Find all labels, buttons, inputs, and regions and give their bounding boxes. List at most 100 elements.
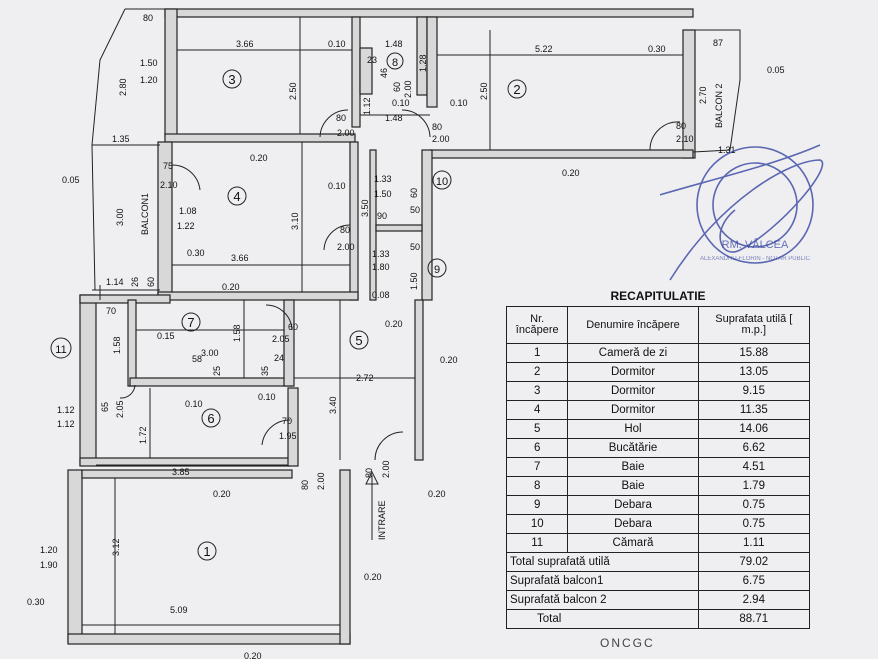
dim: 50 — [410, 205, 420, 215]
dim: 2.10 — [676, 134, 694, 144]
intrare-label: INTRARE — [377, 500, 387, 540]
dim: 2.00 — [337, 128, 355, 138]
cell: 10 — [505, 514, 569, 534]
recap-table-panel: RECAPITULATIE Nr. încăpere Denumire încă… — [505, 286, 811, 629]
walls — [67, 8, 696, 645]
dim: 58 — [192, 354, 202, 364]
header-denumire: Denumire încăpere — [567, 306, 699, 344]
dim: 1.48 — [385, 113, 403, 123]
dim: 2.05 — [272, 334, 290, 344]
room-circles — [181, 52, 527, 561]
dim: 3.85 — [172, 467, 190, 477]
room-number-10: 10 — [436, 176, 448, 188]
dim: 1.12 — [57, 419, 75, 429]
dim: 0.20 — [250, 153, 268, 163]
dim: 2.05 — [115, 400, 125, 418]
dim: 3.12 — [111, 538, 121, 556]
cell: 4 — [505, 400, 569, 420]
dim: 2.00 — [432, 134, 450, 144]
dim: 80 — [340, 225, 350, 235]
recap-title: RECAPITULATIE — [610, 289, 706, 303]
cell: 3 — [505, 381, 569, 401]
total-label: Suprafată balcon1 — [506, 571, 699, 591]
dim: 80 — [364, 468, 374, 478]
room-number-6: 6 — [207, 411, 214, 426]
cell: Dormitor — [567, 400, 699, 420]
dim: 65 — [100, 402, 110, 412]
total-value: 2.94 — [697, 590, 811, 610]
entrance-arrow — [365, 470, 379, 540]
room-number-3: 3 — [228, 72, 235, 87]
dim: 1.31 — [718, 145, 736, 155]
total-value: 6.75 — [697, 571, 811, 591]
dim: 87 — [713, 38, 723, 48]
dim: 2.10 — [160, 180, 178, 190]
dim: 80 — [432, 122, 442, 132]
dim: 24 — [274, 353, 284, 363]
dim: 3.50 — [360, 199, 370, 217]
dim: 2.50 — [479, 82, 489, 100]
stamp-line1: RM. VÂLCEA — [722, 238, 789, 251]
dim: 5.09 — [170, 605, 188, 615]
recap-table: Nr. încăpere Denumire încăpere Suprafata… — [505, 306, 811, 629]
dimension-lines — [82, 17, 683, 634]
cell: 1.11 — [697, 533, 811, 553]
total-label: Suprafată balcon 2 — [506, 590, 699, 610]
cell: Baie — [567, 457, 699, 477]
dim: 1.90 — [40, 560, 58, 570]
dim: 3.10 — [290, 212, 300, 230]
room-number-2: 2 — [513, 82, 520, 97]
cell: 14.06 — [697, 419, 811, 439]
dim: 1.20 — [40, 545, 58, 555]
dim: 35 — [260, 366, 270, 376]
dim: 2.80 — [118, 78, 128, 96]
dim: 0.05 — [62, 175, 80, 185]
vertical-dimension-texts: 2.80 2.50 46 1.28 60 2.00 2.50 2.70 1.12… — [100, 54, 708, 556]
dim: 50 — [410, 242, 420, 252]
dimension-texts: 80 3.66 0.10 1.48 5.22 0.30 87 0.05 1.50… — [27, 13, 785, 659]
dim: 0.10 — [328, 181, 346, 191]
room-numbers: 3 2 8 4 10 9 7 5 11 6 1 — [55, 57, 520, 559]
cell: 13.05 — [697, 362, 811, 382]
dim: 70 — [106, 306, 116, 316]
dim: 0.10 — [258, 392, 276, 402]
dim: 3.66 — [231, 253, 249, 263]
dim: 1.12 — [362, 97, 372, 115]
dim: 0.30 — [27, 597, 45, 607]
dim: 2.50 — [288, 82, 298, 100]
cell: 0.75 — [697, 514, 811, 534]
cell: Cameră de zi — [567, 343, 699, 363]
dim: 1.58 — [112, 336, 122, 354]
dim: 0.20 — [364, 572, 382, 582]
balcon2-label: BALCON 2 — [714, 83, 724, 128]
dim: 0.20 — [222, 282, 240, 292]
dim: 1.58 — [232, 324, 242, 342]
stamp-line2: ALEXANDRU-FLORIN - NOTAR PUBLIC — [700, 256, 811, 262]
dim: 1.12 — [57, 405, 75, 415]
room-number-5: 5 — [355, 333, 362, 348]
dim: 90 — [377, 211, 387, 221]
room-number-1: 1 — [203, 544, 210, 559]
dim: 80 — [676, 121, 686, 131]
dim: 2.00 — [316, 472, 326, 490]
dim: 70 — [282, 416, 292, 426]
dim: 2.70 — [698, 86, 708, 104]
room-number-7: 7 — [187, 315, 194, 330]
dim: 0.10 — [185, 399, 203, 409]
header-suprafata: Suprafata utilă [ m.p.] — [697, 306, 811, 344]
dim: 1.14 — [106, 277, 124, 287]
cell: 6.62 — [697, 438, 811, 458]
cell: Dormitor — [567, 381, 699, 401]
cell: 15.88 — [697, 343, 811, 363]
dim: 3.00 — [201, 348, 219, 358]
dim: 5.22 — [535, 44, 553, 54]
room-number-11: 11 — [55, 344, 66, 356]
dim: 1.95 — [279, 431, 297, 441]
cell: Baie — [567, 476, 699, 496]
footer-text: ONCGC — [600, 636, 655, 650]
